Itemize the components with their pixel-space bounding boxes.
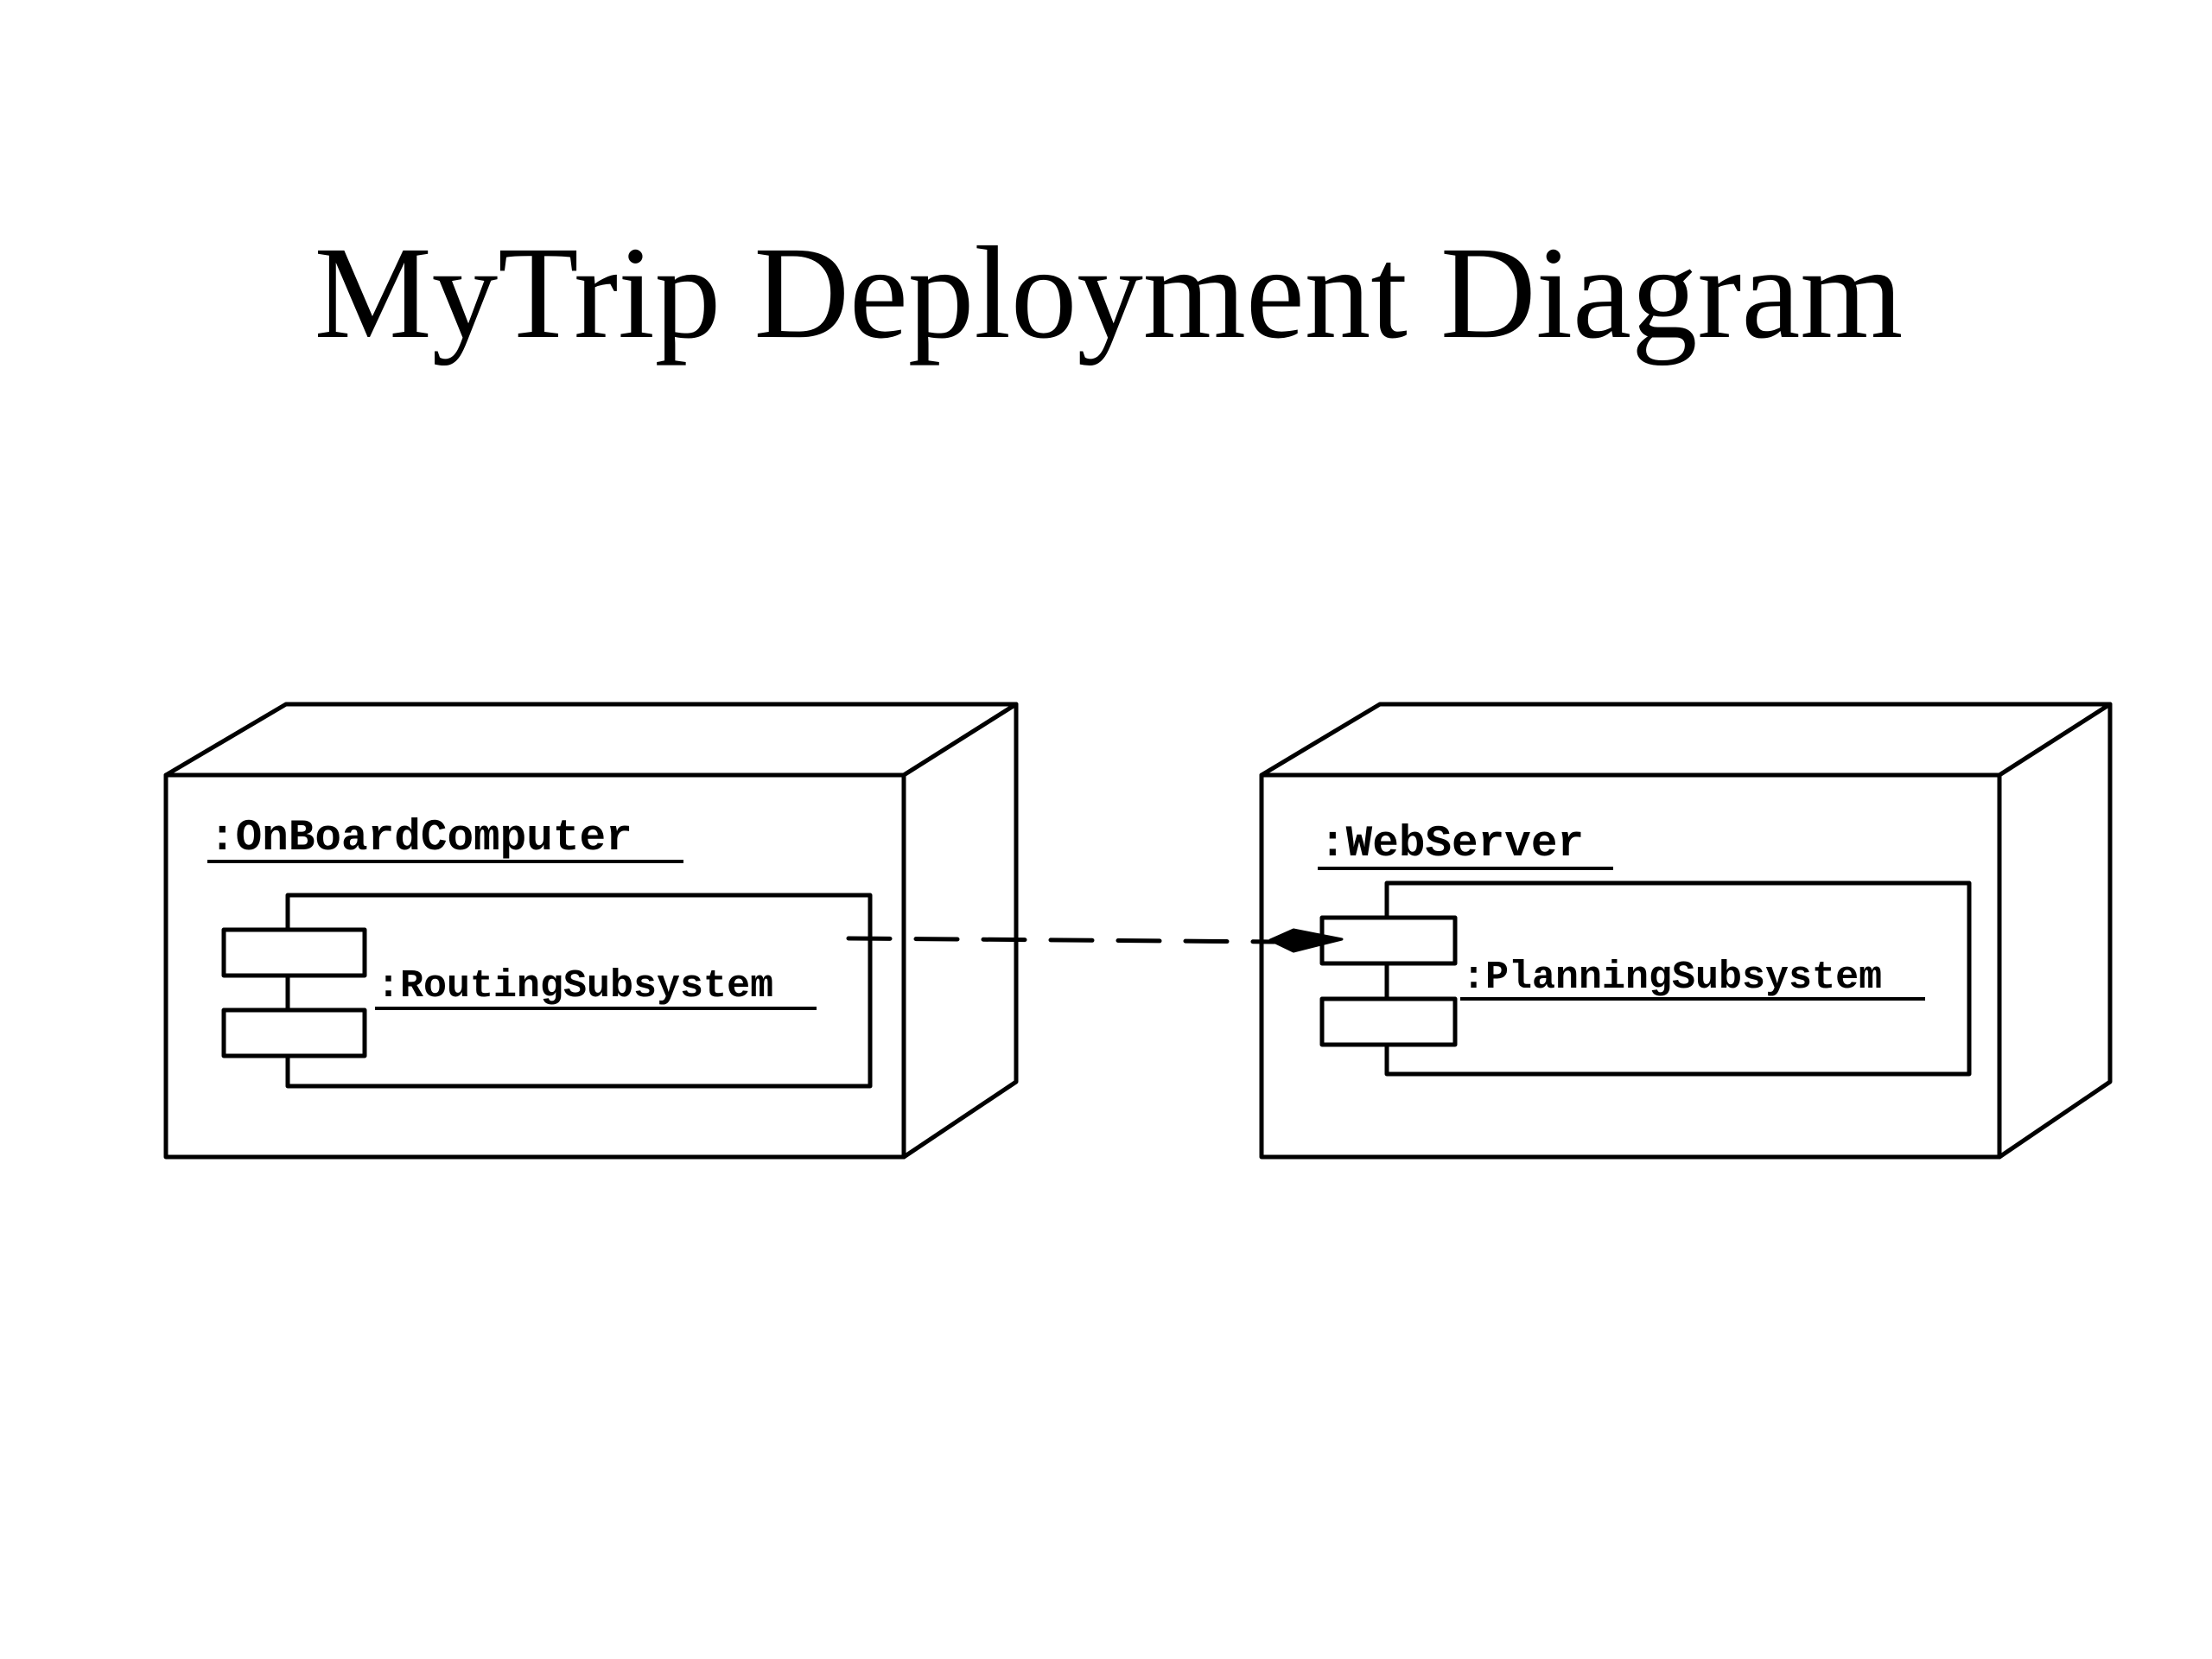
page-title: MyTrip Deployment Diagram xyxy=(315,220,1904,366)
dependency-arrowhead xyxy=(1268,928,1344,953)
component-port-bottom xyxy=(221,1007,367,1058)
node-label: :WebServer xyxy=(1319,820,1584,869)
node-label: :OnBoardComputer xyxy=(209,814,632,863)
component-label: :RoutingSubsystem xyxy=(377,964,773,1008)
component-planningsubsystem: :PlanningSubsystem xyxy=(1319,880,1972,1077)
dependency-connector xyxy=(846,928,1344,953)
component-port-top xyxy=(221,927,367,978)
dependency-dashed-line xyxy=(846,936,1277,944)
node-onboardcomputer: :OnBoardComputer :RoutingSubsystem xyxy=(163,702,1019,1160)
node-webserver: :WebServer :PlanningSubsystem xyxy=(1259,702,2113,1160)
component-port-top xyxy=(1319,915,1458,966)
node-side-face xyxy=(1997,702,2113,1160)
component-body xyxy=(285,893,873,1089)
component-routingsubsystem: :RoutingSubsystem xyxy=(221,893,873,1089)
node-top-face xyxy=(163,702,1019,778)
node-top-face xyxy=(1259,702,2113,778)
node-side-face xyxy=(901,702,1019,1160)
component-body xyxy=(1384,880,1972,1077)
component-label: :PlanningSubsystem xyxy=(1462,956,1882,1000)
component-port-bottom xyxy=(1319,996,1458,1047)
